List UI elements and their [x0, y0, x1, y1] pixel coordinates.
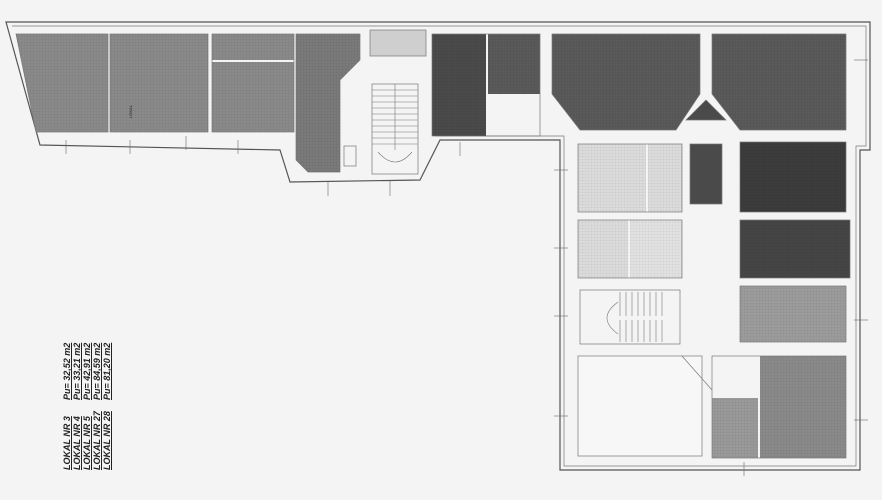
room-unit-left-3: [211, 33, 295, 133]
stair-core-top: [369, 29, 427, 175]
room-unit-dark-1: [431, 33, 541, 137]
room-unit-medium-1: [739, 285, 847, 343]
legend-row: LOKAL NR 28 Pu= 81,20 m2: [102, 340, 112, 470]
svg-text:LOKAL: LOKAL: [128, 104, 133, 118]
hall-room: [577, 355, 713, 457]
legend-row: LOKAL NR 27 Pu= 84,59 m2: [92, 340, 102, 470]
legend-unit: LOKAL NR 4: [72, 416, 82, 470]
area-legend: LOKAL NR 3 Pu= 32,52 m2 LOKAL NR 4 Pu= 3…: [62, 340, 142, 470]
room-unit-dark-5: [689, 143, 723, 205]
legend-unit: LOKAL NR 5: [82, 416, 92, 470]
room-unit-left-4: [295, 33, 361, 173]
legend-row: LOKAL NR 5 Pu= 42,91 m2: [82, 340, 92, 470]
legend-unit: LOKAL NR 28: [102, 411, 112, 470]
legend-row: LOKAL NR 4 Pu= 33,21 m2: [72, 340, 82, 470]
room-unit-pale-1: [577, 143, 683, 213]
room-unit-dark-7: [739, 219, 851, 279]
room-unit-dark-2: [551, 33, 701, 131]
legend-unit: LOKAL NR 3: [62, 416, 72, 470]
room-unit-left-2: LOKAL: [109, 33, 209, 133]
legend-area: Pu= 81,20 m2: [102, 342, 112, 400]
building-outline: [5, 21, 871, 471]
room-unit-dark-6: [739, 141, 847, 213]
legend-area: Pu= 42,91 m2: [82, 342, 92, 400]
legend-unit: LOKAL NR 27: [92, 411, 102, 470]
legend-area: Pu= 84,59 m2: [92, 342, 102, 400]
stair-core-bottom: [579, 289, 681, 345]
legend-area: Pu= 32,52 m2: [62, 342, 72, 400]
legend-row: LOKAL NR 3 Pu= 32,52 m2: [62, 340, 72, 470]
room-unit-pale-2: [577, 219, 683, 279]
room-unit-dark-4: [685, 99, 727, 121]
legend-area: Pu= 33,21 m2: [72, 342, 82, 400]
room-unit-medium-2: [711, 355, 847, 459]
room-unit-left-1: [15, 33, 109, 133]
dimension-ticks: [65, 59, 868, 476]
room-unit-dark-3: [711, 33, 847, 131]
